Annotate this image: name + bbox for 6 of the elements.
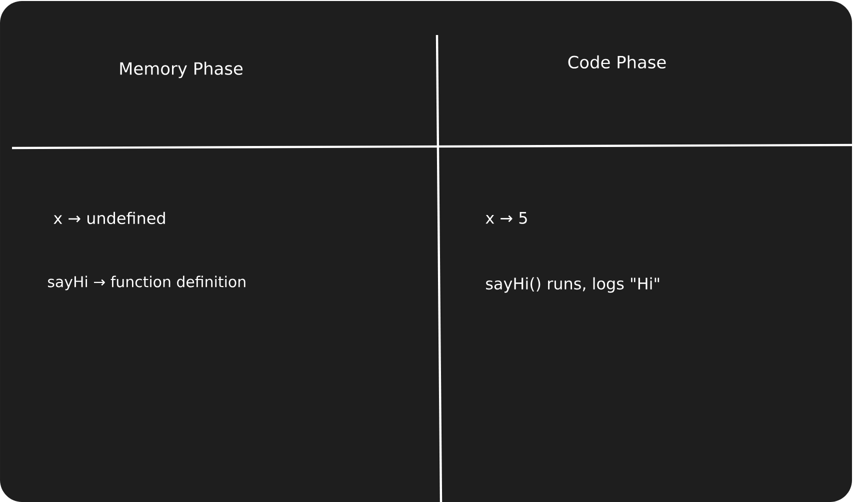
cell-text: x → 5 bbox=[486, 212, 527, 224]
cell-text: sayHi() runs, logs "Hi" bbox=[486, 277, 660, 293]
cell-text: x → undefined bbox=[54, 212, 165, 224]
column-header: Code Phase bbox=[568, 55, 666, 69]
column-header: Memory Phase bbox=[120, 62, 242, 78]
cell-text: sayHi → function definition bbox=[48, 276, 246, 290]
